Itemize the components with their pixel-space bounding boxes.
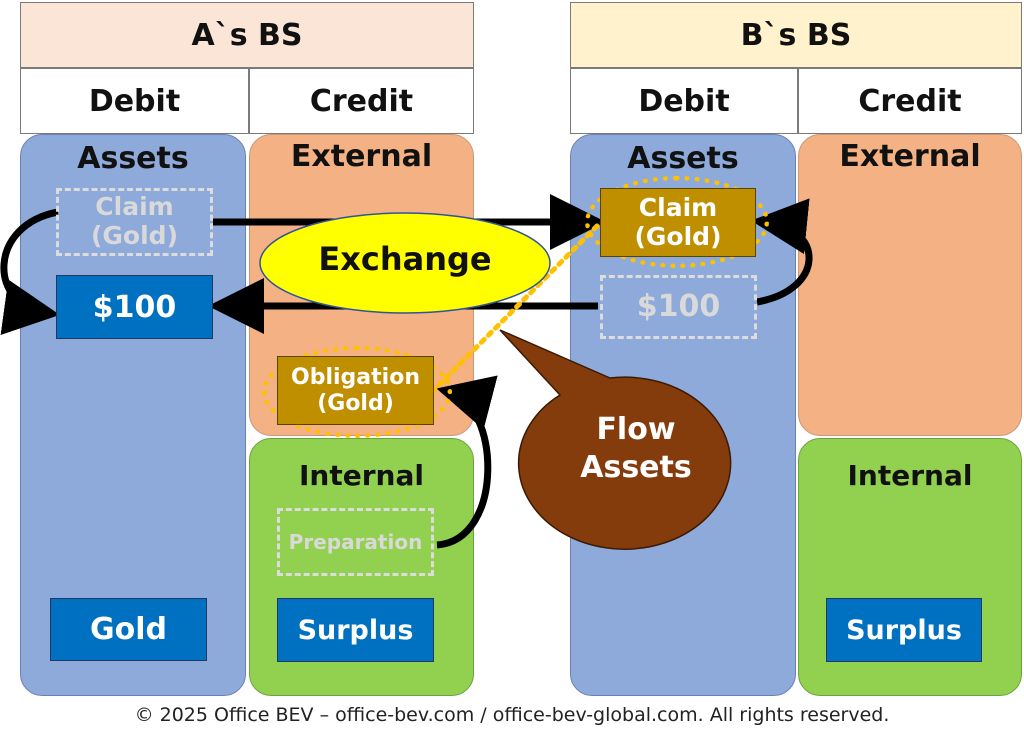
a-surplus-box: Surplus: [277, 598, 434, 662]
a-bs-title: A`s BS: [20, 2, 474, 68]
exchange-ellipse: [259, 212, 551, 314]
a-conversion-arrow: [0, 208, 60, 335]
a-debit-header: Debit: [20, 68, 249, 134]
b-credit-header: Credit: [798, 68, 1022, 134]
flow-assets-bubble: [499, 329, 732, 550]
b-debit-header: Debit: [570, 68, 798, 134]
exchange-label: Exchange: [318, 240, 492, 278]
b-internal-title: Internal: [847, 459, 973, 492]
b-claim-highlight: [585, 176, 769, 268]
a-claim-gold-box: Claim (Gold): [56, 188, 213, 256]
a-internal-title: Internal: [299, 459, 424, 492]
a-assets-title: Assets: [77, 141, 189, 176]
a-obligation-gold-box: Obligation (Gold): [277, 356, 434, 425]
b-bs-title: B`s BS: [570, 2, 1022, 68]
flow-dotted-link: [429, 220, 603, 395]
b-surplus-box: Surplus: [826, 598, 982, 662]
flow-assets-label: Flow Assets: [580, 412, 692, 485]
copyright-footer: © 2025 Office BEV – office-bev.com / off…: [134, 704, 890, 726]
preparation-arrow: [436, 375, 498, 549]
a-obligation-highlight: [262, 346, 452, 438]
b-assets-title: Assets: [627, 141, 739, 176]
b-conversion-arrow: [751, 198, 813, 306]
a-credit-header: Credit: [249, 68, 474, 134]
a-external-title: External: [290, 139, 433, 174]
a-gold-box: Gold: [50, 598, 207, 661]
b-cash-100-box: $100: [600, 275, 757, 339]
a-cash-100-box: $100: [56, 275, 213, 339]
b-external-column: External: [798, 134, 1022, 436]
a-preparation-box: Preparation: [277, 508, 434, 576]
b-external-title: External: [839, 139, 981, 174]
b-claim-gold-box: Claim (Gold): [600, 188, 756, 257]
